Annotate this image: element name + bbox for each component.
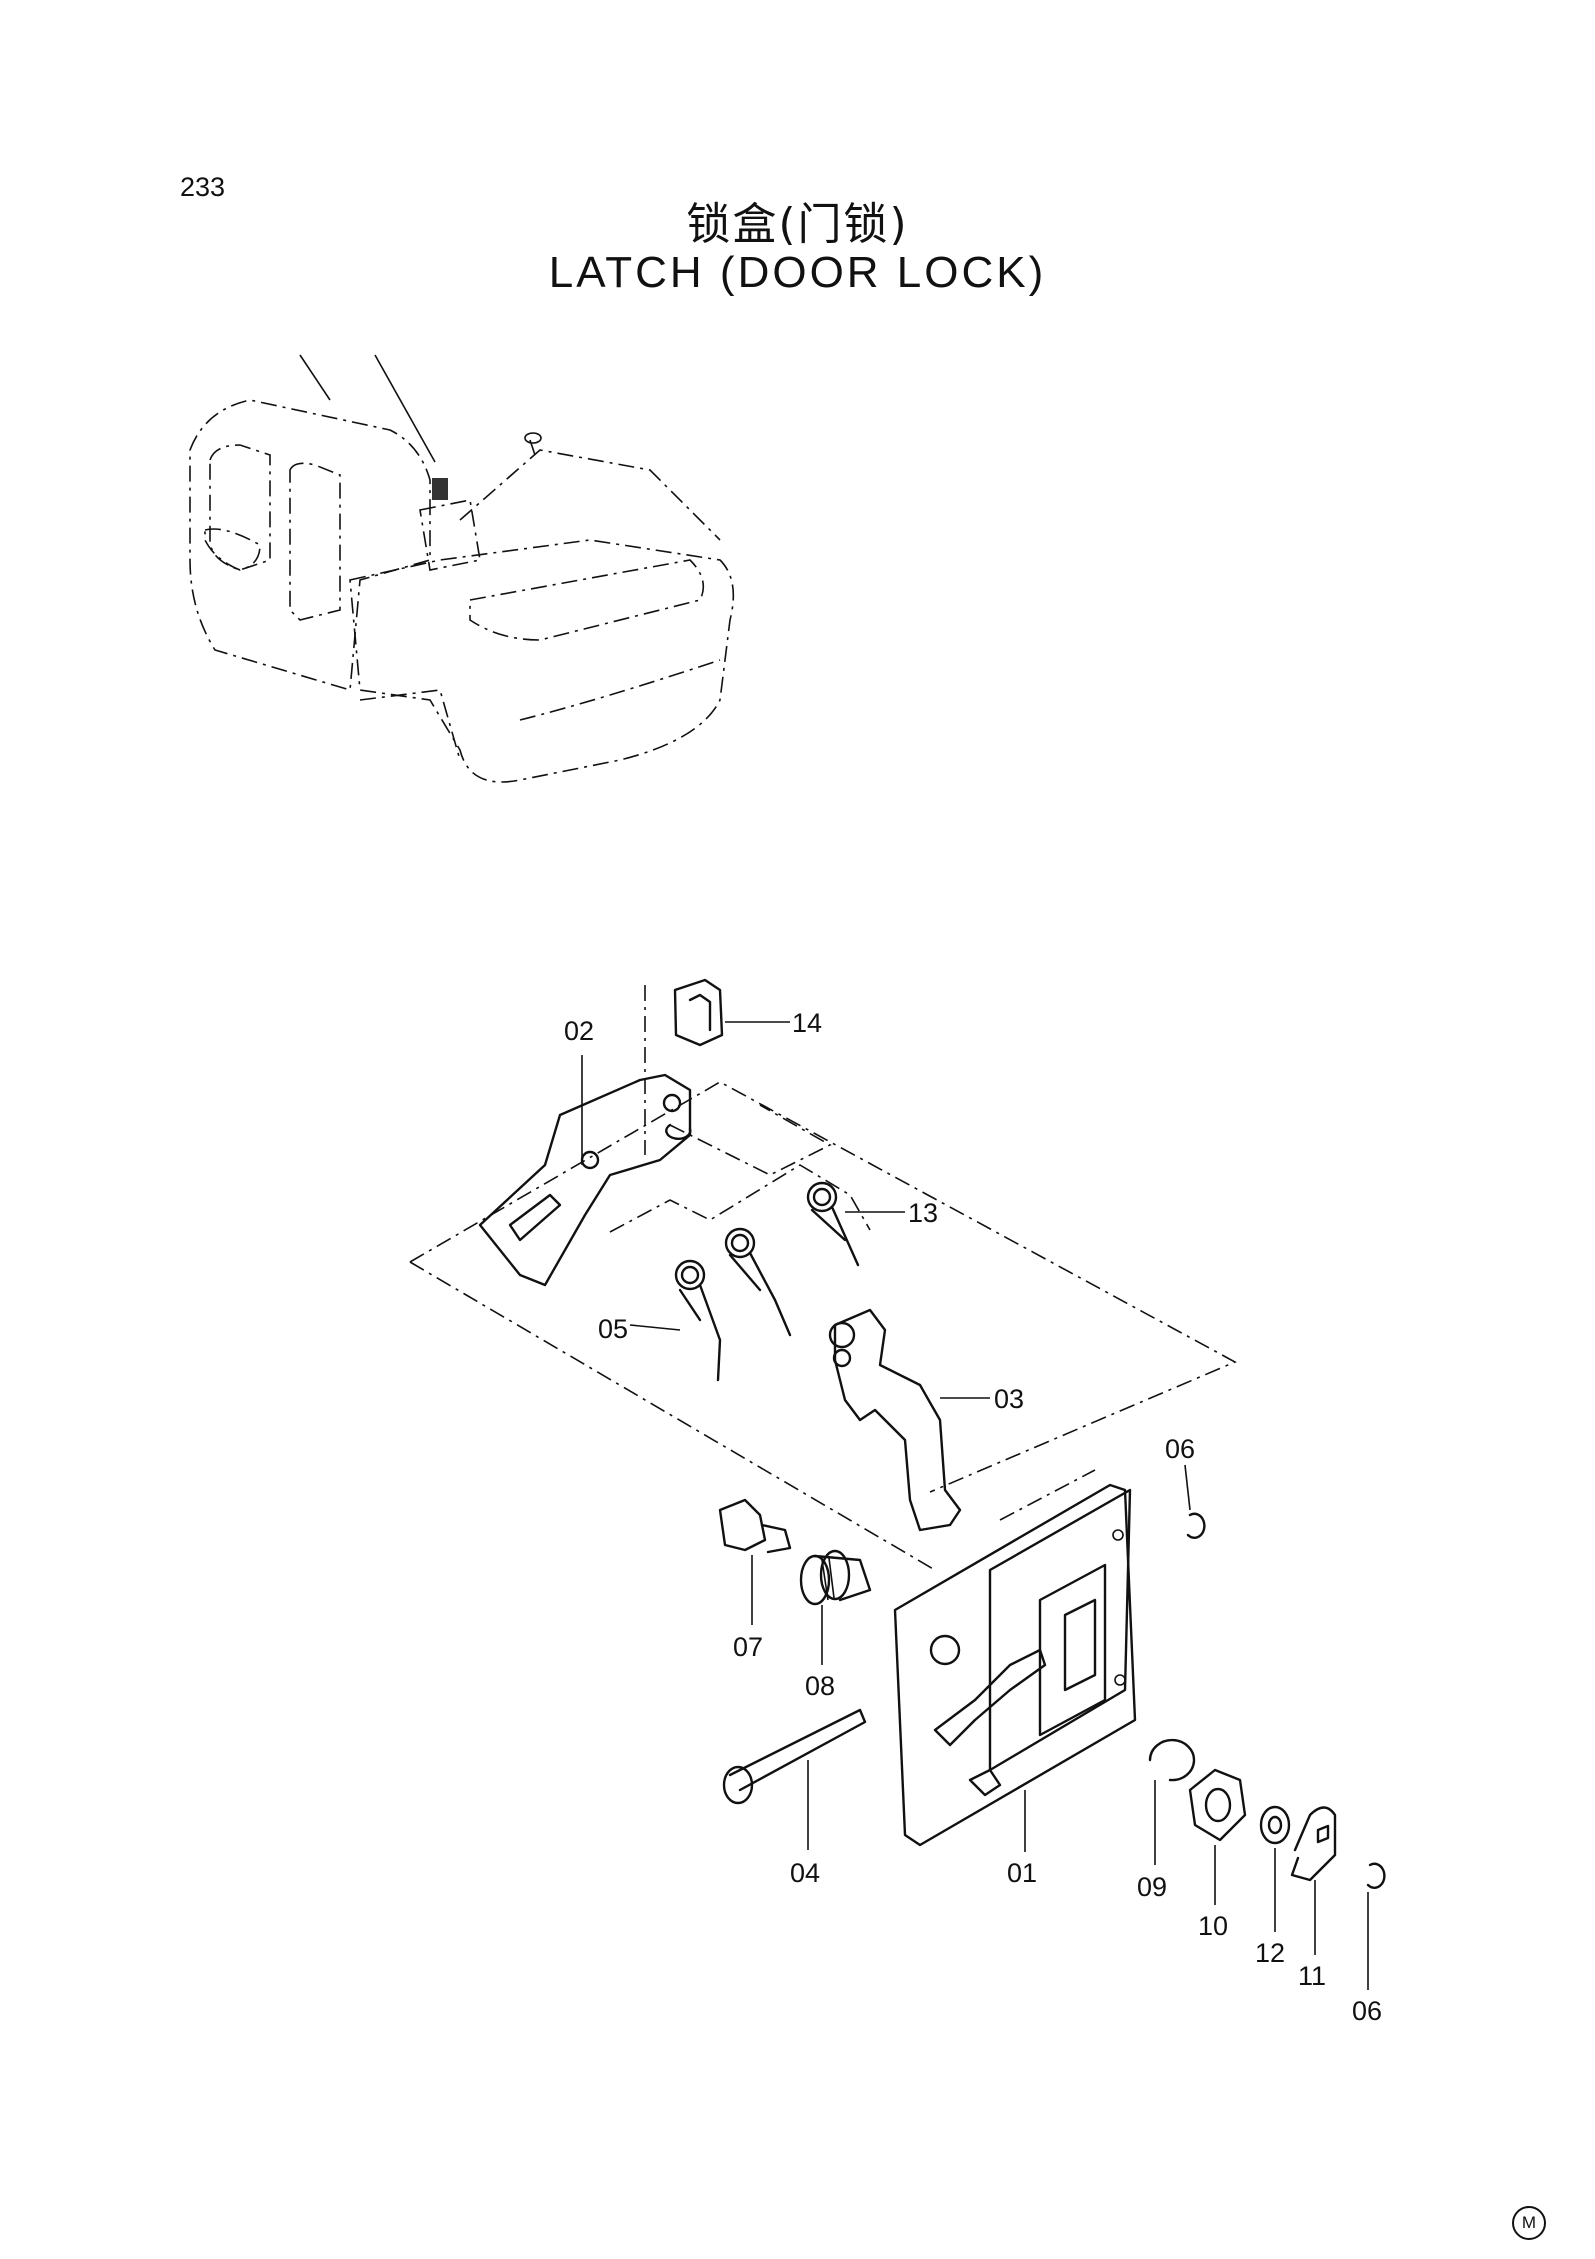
callout-02: 02 [564, 1016, 594, 1046]
callout-07: 07 [733, 1632, 763, 1662]
callout-03: 03 [994, 1384, 1024, 1414]
callout-10: 10 [1198, 1911, 1228, 1941]
part-14-clip [673, 978, 724, 1047]
part-11-cam [1290, 1806, 1337, 1882]
corner-mark: M [1512, 2206, 1546, 2240]
part-03-cam-lever [833, 1308, 962, 1532]
title-chinese: 锁盒(门锁) [686, 199, 909, 250]
callout-12: 12 [1255, 1938, 1285, 1968]
title-english: LATCH (DOOR LOCK) [548, 248, 1047, 297]
callout-09: 09 [1137, 1872, 1167, 1902]
exploded-assembly: 02 14 13 05 03 06 07 08 04 01 09 10 12 1… [409, 978, 1386, 2026]
callout-04: 04 [790, 1858, 820, 1888]
part-10-nut [1188, 1768, 1247, 1842]
part-06-e-ring-upper [1186, 1512, 1206, 1539]
part-07-knob [718, 1498, 792, 1554]
callout-13: 13 [908, 1198, 938, 1228]
part-13-springs [724, 1181, 860, 1337]
part-02-latch-lever [478, 1073, 692, 1287]
part-05-spring [674, 1259, 722, 1382]
callout-06-lower: 06 [1352, 1996, 1382, 2026]
callout-06-upper: 06 [1165, 1434, 1195, 1464]
page-number: 233 [180, 172, 226, 202]
part-12-washer [1259, 1805, 1291, 1845]
part-06-e-ring-lower [1366, 1862, 1386, 1889]
callout-14: 14 [792, 1008, 822, 1038]
part-09-snap-ring [1148, 1738, 1196, 1782]
callout-08: 08 [805, 1671, 835, 1701]
callout-11: 11 [1298, 1961, 1326, 1991]
callout-05: 05 [598, 1314, 628, 1344]
part-08-cylinder [799, 1549, 872, 1606]
part-01-base-plate [893, 1483, 1137, 1847]
callout-01: 01 [1007, 1858, 1037, 1888]
part-04-pin [722, 1708, 867, 1805]
excavator-overview [189, 354, 735, 783]
